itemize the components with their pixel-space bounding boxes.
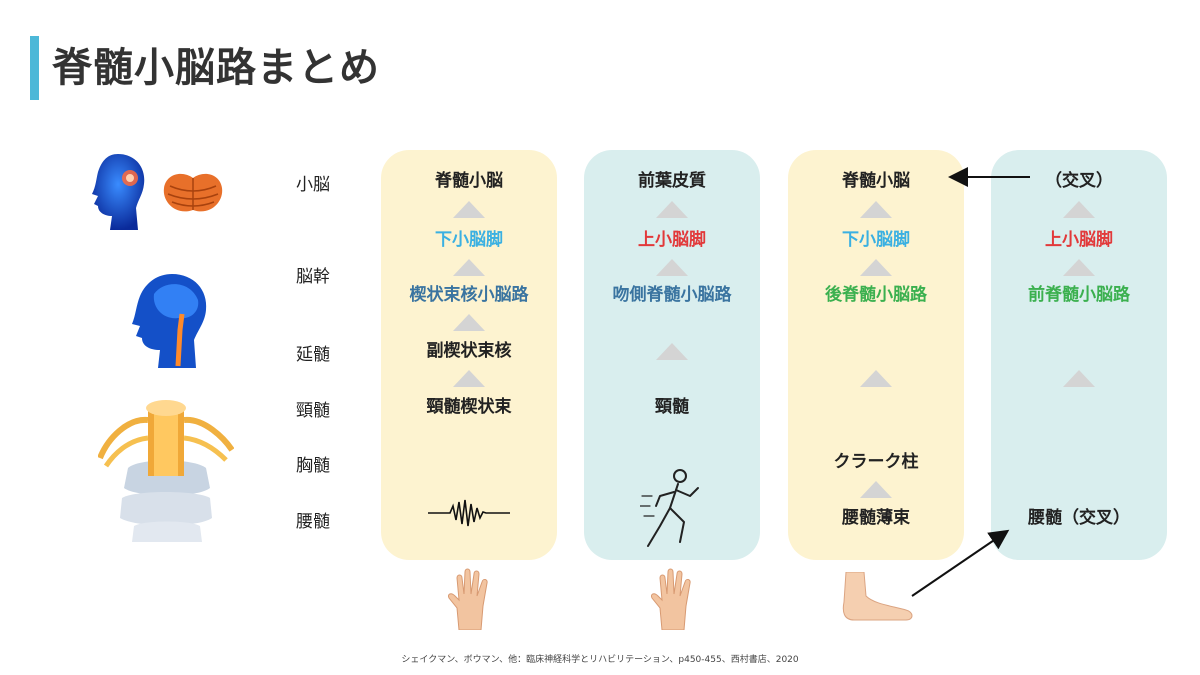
col3-arrow-4 [860,481,892,498]
cerebellum-image [163,173,223,212]
col1-tract: 楔状束核小脳路 [409,285,529,305]
col3-peduncle: 下小脳脚 [842,230,910,250]
col2-origin: 頸髄 [655,397,689,417]
waveform-icon [428,499,510,527]
level-label-medulla: 延髄 [296,345,330,365]
col1-top: 脊髄小脳 [435,171,503,191]
head-brain-image [92,154,145,230]
runner-icon [640,469,699,547]
col2-arrow-3 [656,343,688,360]
col2-arrow-1 [656,201,688,218]
col3-nucleus: クラーク柱 [833,452,919,472]
col3-top: 脊髄小脳 [842,171,910,191]
col4-arrow-2 [1063,259,1095,276]
col2-arrow-2 [656,259,688,276]
level-label-thoracic: 胸髄 [296,456,330,476]
brainstem-head-image [132,274,207,368]
col2-peduncle: 上小脳脚 [638,230,706,250]
col2-top: 前葉皮質 [638,171,706,191]
foot-image [842,572,913,621]
col1-peduncle: 下小脳脚 [435,230,503,250]
foot-to-lumbar-arrow [911,529,1010,597]
col4-peduncle: 上小脳脚 [1045,230,1113,250]
level-label-brainstem: 脳幹 [296,267,330,287]
col2-tract: 吻側脊髄小脳路 [612,285,732,305]
title-accent-bar [30,36,39,100]
hand-image-2 [651,568,691,630]
level-label-cervical: 頸髄 [296,401,330,421]
col1-origin: 頸髄楔状束 [426,397,512,417]
hand-image-1 [448,568,488,630]
level-label-cerebellum: 小脳 [296,175,330,195]
col4-origin: 腰髄（交叉） [1028,508,1130,528]
col1-arrow-3 [453,314,485,331]
col1-nucleus: 副楔状束核 [426,341,512,361]
col1-arrow-2 [453,259,485,276]
col4-arrow-1 [1063,201,1095,218]
page-title: 脊髄小脳路まとめ [52,45,380,91]
col1-arrow-4 [453,370,485,387]
col3-arrow-1 [860,201,892,218]
col3-origin: 腰髄薄束 [842,508,910,528]
spinal-cord-image [98,400,234,542]
column-ventral-spinocerebellar [991,150,1167,560]
col3-arrow-3 [860,370,892,387]
col3-tract: 後脊髄小脳路 [825,285,927,305]
col3-arrow-2 [860,259,892,276]
col4-tract: 前脊髄小脳路 [1028,285,1130,305]
col4-top: （交叉） [1045,171,1113,191]
col1-arrow-1 [453,201,485,218]
citation: シェイクマン、ボウマン、他：臨床神経科学とリハビリテーション、p450-455、… [401,655,799,665]
col4-arrow-3 [1063,370,1095,387]
column-cuneocerebellar [381,150,557,560]
level-label-lumbar: 腰髄 [296,512,330,532]
